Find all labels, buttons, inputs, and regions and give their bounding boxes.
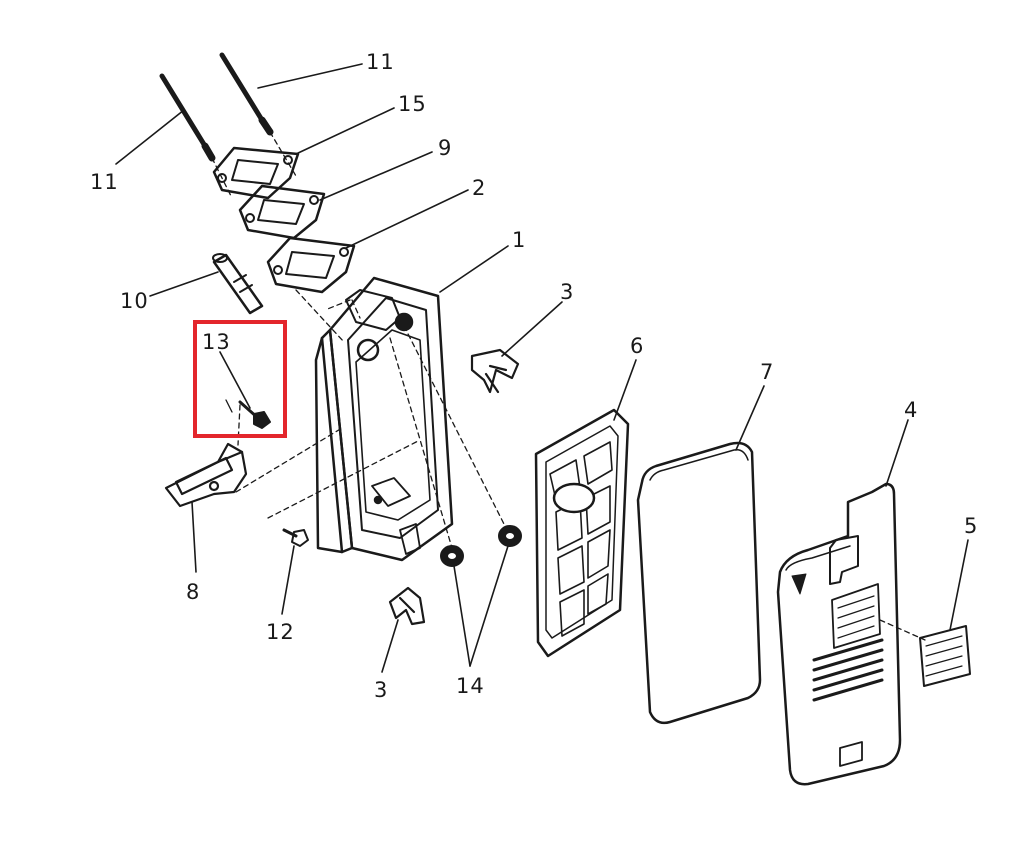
leader-lines [115, 63, 969, 673]
grommets-14 [440, 525, 522, 567]
stud-right [219, 52, 274, 136]
foam-filter-7 [636, 441, 762, 725]
highlight-box [193, 320, 287, 438]
clip-3-bottom [388, 586, 426, 626]
label-6: 6 [630, 334, 645, 358]
label-13: 13 [202, 330, 231, 354]
decal-5 [919, 625, 971, 687]
cover-4 [776, 482, 902, 786]
label-5: 5 [964, 514, 979, 538]
bracket-8 [164, 442, 248, 508]
filter-grid-6 [534, 408, 630, 658]
label-2: 2 [472, 176, 487, 200]
screw-13 [225, 399, 271, 429]
label-3-bottom: 3 [374, 678, 389, 702]
label-12: 12 [266, 620, 295, 644]
air-cleaner-base [314, 276, 454, 562]
alignment-lines [211, 131, 926, 641]
clip-3-top [470, 348, 520, 394]
label-10: 10 [120, 289, 149, 313]
label-1: 1 [512, 228, 527, 252]
label-15: 15 [398, 92, 427, 116]
label-11-left: 11 [90, 170, 119, 194]
gasket-15 [212, 146, 300, 200]
label-4: 4 [904, 398, 919, 422]
label-14: 14 [456, 674, 485, 698]
label-3-top: 3 [560, 280, 575, 304]
label-7: 7 [760, 360, 775, 384]
gasket-9 [238, 184, 326, 240]
pin-10 [212, 253, 264, 315]
label-9: 9 [438, 136, 453, 160]
stud-left [159, 73, 216, 162]
label-11-top: 11 [366, 50, 395, 74]
screw-12 [282, 528, 309, 547]
gasket-2 [266, 236, 356, 294]
label-8: 8 [186, 580, 201, 604]
